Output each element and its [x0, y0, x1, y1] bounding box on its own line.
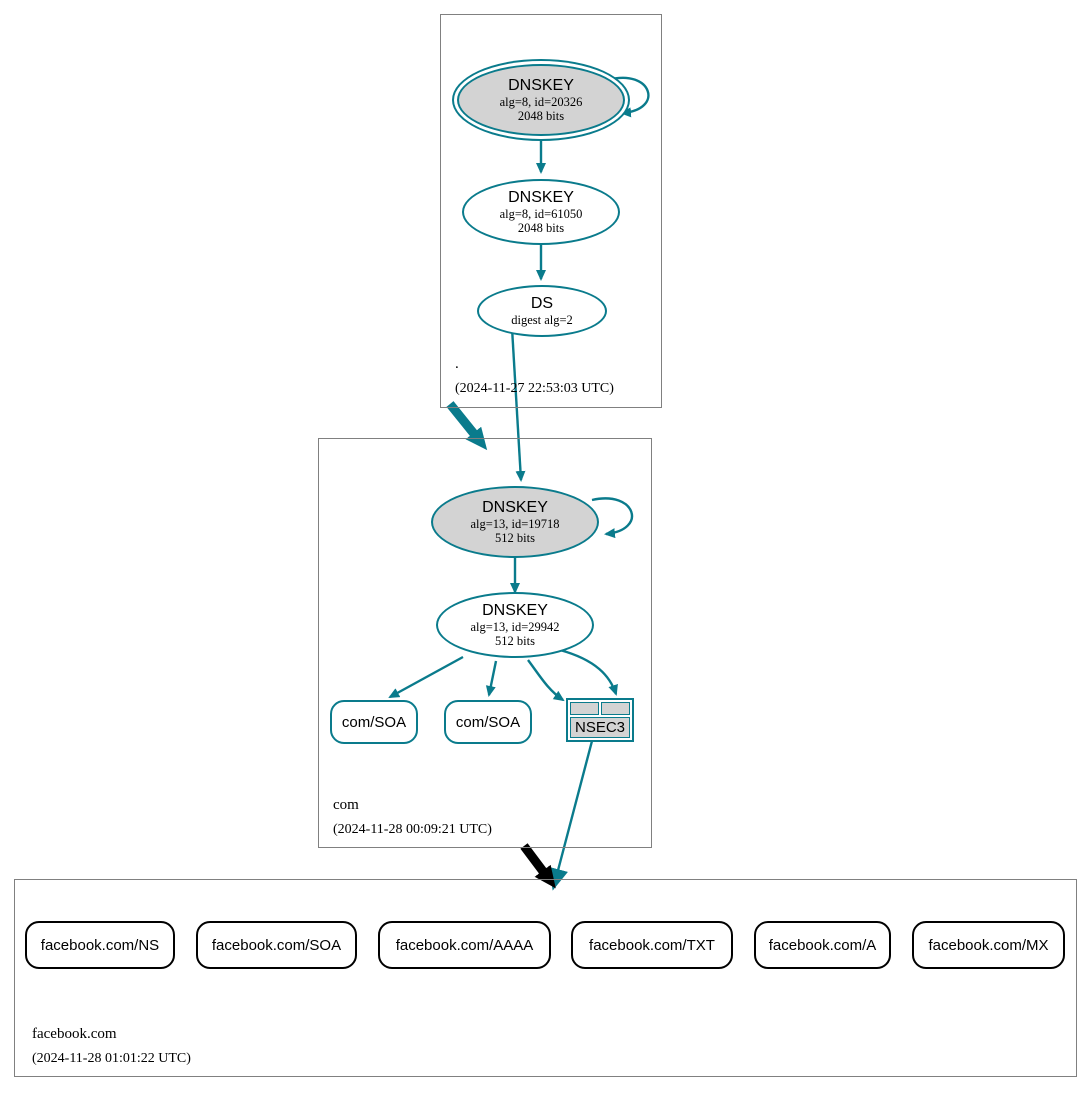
node-subtitle-alg: alg=13, id=29942 [470, 619, 560, 634]
nsec3-header-row [570, 702, 630, 715]
node-title: DNSKEY [482, 499, 548, 517]
node-ds-root[interactable]: DS digest alg=2 [477, 285, 607, 337]
node-subtitle-alg: alg=8, id=20326 [499, 94, 583, 109]
node-rrset-facebook-ns[interactable]: facebook.com/NS [25, 921, 175, 969]
node-subtitle-bits: 2048 bits [517, 220, 565, 235]
node-dnskey-com-zsk[interactable]: DNSKEY alg=13, id=29942 512 bits [436, 592, 594, 658]
node-nsec3-com[interactable]: NSEC3 [566, 698, 634, 742]
nsec3-header-cell-left [570, 702, 599, 715]
zone-timestamp-root: (2024-11-27 22:53:03 UTC) [455, 381, 614, 396]
node-dnskey-root-zsk[interactable]: DNSKEY alg=8, id=61050 2048 bits [462, 179, 620, 245]
node-dnskey-root-ksk[interactable]: DNSKEY alg=8, id=20326 2048 bits [457, 64, 625, 136]
node-title: DS [530, 295, 554, 313]
node-subtitle-alg: alg=8, id=61050 [499, 206, 583, 221]
zone-box-facebook [14, 879, 1077, 1077]
node-subtitle-bits: 512 bits [495, 530, 535, 545]
zone-label-root: . [455, 356, 459, 372]
zone-timestamp-com: (2024-11-28 00:09:21 UTC) [333, 822, 492, 837]
zone-timestamp-facebook: (2024-11-28 01:01:22 UTC) [32, 1051, 191, 1066]
node-rrset-facebook-aaaa[interactable]: facebook.com/AAAA [378, 921, 551, 969]
zone-label-facebook: facebook.com [32, 1026, 117, 1042]
node-rrset-facebook-soa[interactable]: facebook.com/SOA [196, 921, 357, 969]
zone-label-com: com [333, 797, 359, 813]
node-subtitle-digest: digest alg=2 [511, 312, 573, 327]
node-rrset-facebook-mx[interactable]: facebook.com/MX [912, 921, 1065, 969]
node-dnskey-com-ksk[interactable]: DNSKEY alg=13, id=19718 512 bits [431, 486, 599, 558]
node-title: DNSKEY [508, 189, 574, 207]
edge-delegation-root-to-com [446, 401, 488, 451]
node-rrset-facebook-txt[interactable]: facebook.com/TXT [571, 921, 733, 969]
node-title: DNSKEY [508, 77, 574, 95]
node-rrset-facebook-a[interactable]: facebook.com/A [754, 921, 891, 969]
nsec3-header-cell-right [601, 702, 630, 715]
node-rrset-com-soa-1[interactable]: com/SOA [330, 700, 418, 744]
zone-box-root [440, 14, 662, 408]
nsec3-label: NSEC3 [570, 717, 630, 738]
edge-delegation-com-to-facebook-insecure [520, 843, 556, 889]
node-title: DNSKEY [482, 602, 548, 620]
zone-box-com [318, 438, 652, 848]
node-subtitle-bits: 512 bits [495, 633, 535, 648]
node-subtitle-alg: alg=13, id=19718 [470, 516, 560, 531]
node-rrset-com-soa-2[interactable]: com/SOA [444, 700, 532, 744]
node-subtitle-bits: 2048 bits [517, 108, 565, 123]
